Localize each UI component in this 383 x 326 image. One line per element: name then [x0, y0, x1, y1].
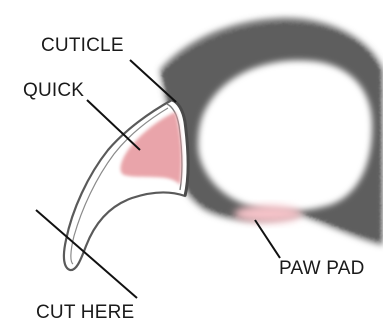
cuticle-label: CUTICLE	[41, 35, 124, 57]
claw-illustration	[64, 100, 188, 270]
paw-pad-label: PAW PAD	[279, 258, 365, 280]
paw-pad-shape	[234, 205, 302, 223]
paw-illustration	[160, 18, 383, 245]
cut-here-label: CUT HERE	[36, 302, 134, 324]
paw-pad-leader-line	[255, 220, 280, 258]
quick-label: QUICK	[23, 80, 84, 102]
